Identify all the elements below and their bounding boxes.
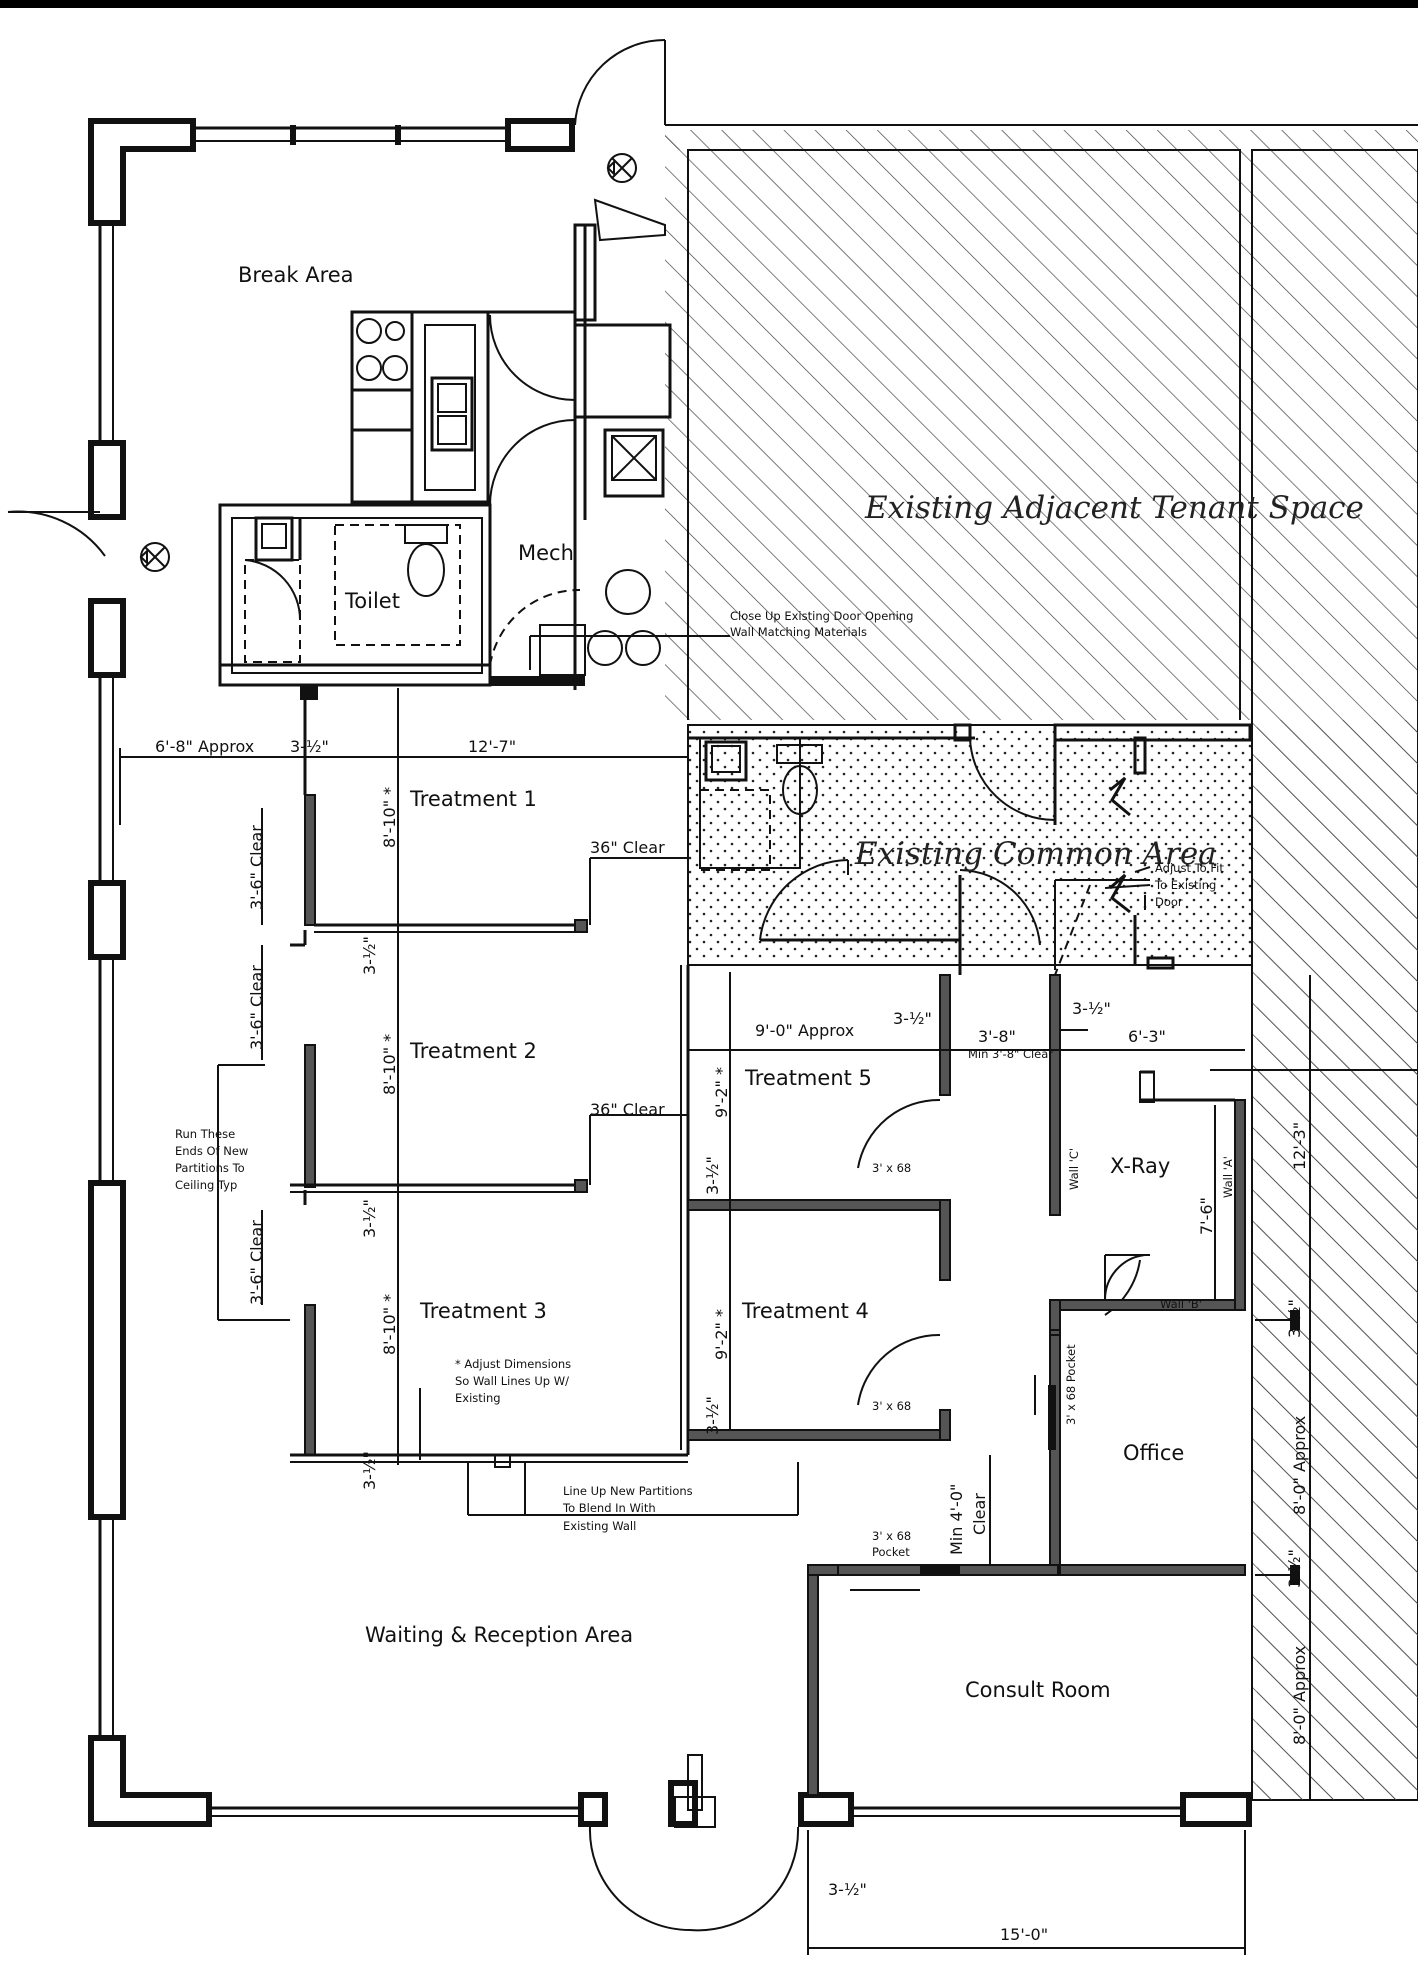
wall-b-tag: Wall 'B'	[1160, 1297, 1202, 1311]
treatment-1-label: Treatment 1	[409, 787, 537, 811]
dim-8-0-approx-b: 8'-0" Approx	[1290, 1646, 1309, 1745]
dim-9-2-a: 9'-2" *	[712, 1067, 731, 1118]
dim-9-2-b: 9'-2" *	[712, 1309, 731, 1360]
dim-thick-c: 3-½"	[360, 1199, 379, 1238]
door-tag-t4: 3' x 68	[872, 1399, 911, 1413]
dim-clear-3-6-c: 3'-6" Clear	[247, 1220, 266, 1305]
note-close-up-1: Close Up Existing Door Opening	[730, 609, 913, 623]
note-adjust-dim-2: So Wall Lines Up W/	[455, 1374, 569, 1388]
mech-label: Mech	[518, 541, 574, 565]
dim-thick-k: 3-½"	[828, 1880, 867, 1899]
treatment-2-label: Treatment 2	[409, 1039, 537, 1063]
dim-thick-h: 3-½"	[703, 1396, 722, 1435]
dim-thick-d: 3-½"	[360, 1451, 379, 1490]
note-run-1: Run These	[175, 1127, 235, 1141]
toilet-icon	[776, 744, 823, 764]
sink-icon	[254, 516, 294, 562]
dimension-lines	[119, 635, 1418, 1955]
dim-min-clear: Min 3'-8" Clear	[968, 1047, 1053, 1061]
dim-thick-a: 3-½"	[290, 737, 329, 756]
top-border-bar	[0, 0, 1418, 8]
exterior-doors	[7, 38, 800, 1932]
dim-thick-j: 3-½"	[1285, 1549, 1304, 1588]
note-line-up-3: Existing Wall	[563, 1519, 636, 1533]
xray-label: X-Ray	[1110, 1154, 1170, 1178]
dim-thick-b: 3-½"	[360, 936, 379, 975]
dim-8-0-approx-a: 8'-0" Approx	[1290, 1416, 1309, 1515]
dim-7-6: 7'-6"	[1197, 1197, 1216, 1235]
office-walls	[807, 1334, 1061, 1796]
water-heater-icon	[603, 428, 665, 498]
kitchen	[350, 310, 490, 505]
electrical-panel-icon	[606, 153, 637, 183]
toilet-icon	[404, 524, 448, 544]
note-run-2: Ends Of New	[175, 1144, 248, 1158]
note-line-up-1: Line Up New Partitions	[563, 1484, 693, 1498]
break-area-label: Break Area	[238, 263, 354, 287]
note-line-up-2: To Blend In With	[562, 1501, 656, 1515]
adjacent-tenant-label: Existing Adjacent Tenant Space	[864, 490, 1364, 526]
wall-c-tag: Wall 'C'	[1067, 1148, 1081, 1190]
range-icon	[356, 318, 382, 344]
dim-thick-f: 3-½"	[1072, 999, 1111, 1018]
common-area-fixtures	[688, 723, 1252, 976]
dim-8-10-c: 8'-10" *	[380, 1294, 399, 1355]
dim-thick-i: 3-½"	[1285, 1299, 1304, 1338]
dim-36-clear-b: 36" Clear	[590, 1100, 665, 1119]
adjacent-tenant-hatch	[665, 124, 1418, 1801]
note-adjust-3: Door	[1155, 895, 1183, 909]
sink-icon	[430, 376, 474, 452]
treatment-3-label: Treatment 3	[419, 1299, 547, 1323]
dim-8-10-b: 8'-10" *	[380, 1034, 399, 1095]
dim-36-clear-a: 36" Clear	[590, 838, 665, 857]
note-run-4: Ceiling Typ	[175, 1178, 237, 1192]
mech-room	[488, 198, 672, 690]
dim-3-8: 3'-8"	[978, 1027, 1016, 1046]
toilet-room	[218, 503, 492, 700]
dim-clear: Clear	[970, 1493, 989, 1535]
dim-9-0-approx: 9'-0" Approx	[755, 1021, 854, 1040]
electrical-panel-icon	[139, 542, 170, 572]
office-label: Office	[1123, 1441, 1184, 1465]
dim-15-0: 15'-0"	[1000, 1925, 1048, 1944]
sink-icon	[704, 740, 748, 782]
pocket-tag-consult-1: 3' x 68	[872, 1529, 911, 1543]
dim-thick-e: 3-½"	[893, 1009, 932, 1028]
note-run-3: Partitions To	[175, 1161, 245, 1175]
common-area-label: Existing Common Area	[854, 836, 1217, 872]
note-adjust-dim-3: Existing	[455, 1391, 501, 1405]
treatment-5-label: Treatment 5	[744, 1066, 872, 1090]
wall-a-tag: Wall 'A'	[1221, 1156, 1235, 1198]
dim-clear-3-6-a: 3'-6" Clear	[247, 825, 266, 910]
consult-room-label: Consult Room	[965, 1678, 1111, 1702]
pocket-tag-office: 3' x 68 Pocket	[1064, 1344, 1078, 1425]
waiting-area-label: Waiting & Reception Area	[365, 1623, 633, 1647]
note-adjust-1: Adjust To Fit	[1155, 861, 1224, 875]
dim-6-8-approx: 6'-8" Approx	[155, 737, 254, 756]
pocket-tag-consult-2: Pocket	[872, 1545, 910, 1559]
note-close-up-2: Wall Matching Materials	[730, 625, 867, 639]
toilet-label: Toilet	[344, 589, 400, 613]
treatment-4-label: Treatment 4	[741, 1299, 869, 1323]
dim-thick-g: 3-½"	[703, 1156, 722, 1195]
dim-6-3: 6'-3"	[1128, 1027, 1166, 1046]
door-tag-t5: 3' x 68	[872, 1161, 911, 1175]
note-adjust-dim-1: * Adjust Dimensions	[455, 1357, 571, 1371]
dim-min-4-0: Min 4'-0"	[947, 1484, 966, 1555]
dim-12-7: 12'-7"	[468, 737, 516, 756]
dim-8-10-a: 8'-10" *	[380, 787, 399, 848]
dim-12-3: 12'-3"	[1290, 1122, 1309, 1170]
dim-clear-3-6-b: 3'-6" Clear	[247, 965, 266, 1050]
note-adjust-2: To Existing	[1154, 878, 1216, 892]
exterior-walls	[88, 118, 1252, 1827]
